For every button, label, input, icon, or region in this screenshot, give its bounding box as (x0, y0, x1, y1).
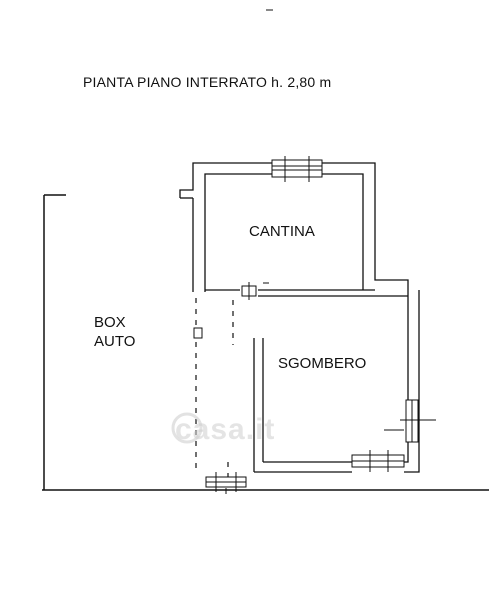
watermark-text: casa.it (175, 413, 276, 446)
dashed-boundary (195, 298, 234, 478)
room-label-box-line1: BOX (94, 314, 126, 331)
partition-wall (205, 289, 408, 297)
room-label-cantina: CANTINA (249, 223, 315, 240)
room-label-box-auto: BOX AUTO (94, 313, 135, 351)
partition-door (241, 282, 269, 300)
sgombero-walls (253, 290, 420, 473)
room-label-box-line2: AUTO (94, 333, 136, 350)
plan-title: PIANTA PIANO INTERRATO h. 2,80 m (83, 74, 332, 90)
entry-threshold (205, 472, 247, 494)
sgombero-right-window (384, 399, 436, 443)
pillar-mark (193, 327, 203, 339)
sgombero-bottom-window (351, 450, 405, 472)
watermark-logo-icon (171, 412, 203, 444)
cantina-window (271, 156, 323, 182)
room-label-sgombero: SGOMBERO (278, 355, 367, 372)
